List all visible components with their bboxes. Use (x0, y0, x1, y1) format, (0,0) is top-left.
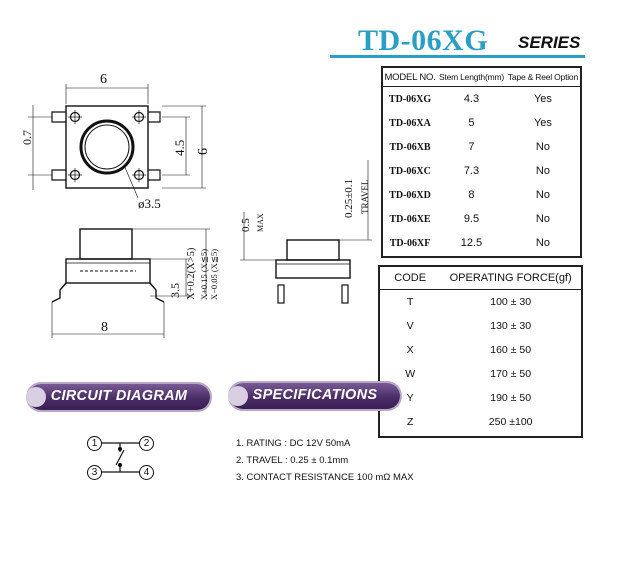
tape-reel-cell: No (535, 213, 550, 225)
table-row: Z 250 ±100 (380, 410, 581, 434)
model-cell: TD-06XA (389, 117, 431, 129)
pill-cap-left (228, 386, 248, 406)
table-row: TD-06XA 5 Yes (383, 111, 580, 135)
code-cell: Y (406, 392, 414, 404)
force-cell: 190 ± 50 (490, 392, 532, 404)
operating-force-table: CODE OPERATING FORCE(gf) T 100 ± 30 V 130 … (378, 265, 583, 438)
model-cell: TD-06XE (389, 213, 431, 225)
model-cell: TD-06XC (389, 165, 431, 177)
tape-reel-cell: No (535, 165, 550, 177)
model-table-header: MODEL NO. Stem Length(mm) Tape & Reel Op… (383, 68, 580, 87)
top-width-label: 6 (100, 72, 107, 87)
stem-length-cell: 7 (468, 141, 475, 153)
stem-length-cell: 4.3 (463, 93, 480, 105)
specifications-title: SPECIFICATIONS (252, 387, 378, 403)
code-cell: X (406, 344, 414, 356)
model-cell: TD-06XB (389, 141, 431, 153)
circuit-diagram-title: CIRCUIT DIAGRAM (50, 388, 188, 404)
force-table-header: CODE OPERATING FORCE(gf) (380, 267, 581, 290)
pin-2-label: 2 (139, 436, 154, 451)
table-row: TD-06XB 7 No (383, 135, 580, 159)
table-row: W 170 ± 50 (380, 362, 581, 386)
stem-length-cell: 8 (468, 189, 475, 201)
model-table: MODEL NO. Stem Length(mm) Tape & Reel Op… (381, 66, 582, 258)
tape-reel-cell: No (535, 141, 550, 153)
code-cell: W (405, 368, 416, 380)
stem-tolerance-line1: X+0.2(X>5) (186, 247, 197, 300)
spec-contact-resistance: 3. CONTACT RESISTANCE 100 mΩ MAX (236, 472, 414, 483)
model-title: TD-06XG (358, 24, 489, 57)
force-cell: 160 ± 50 (490, 344, 532, 356)
force-cell: 170 ± 50 (490, 368, 532, 380)
top-height-label: 6 (196, 148, 211, 155)
force-cell: 100 ± 30 (490, 296, 532, 308)
tape-reel-cell: No (535, 189, 550, 201)
code-cell: T (406, 296, 414, 308)
stem-length-cell: 5 (468, 117, 475, 129)
table-row: TD-06XG 4.3 Yes (383, 87, 580, 112)
table-row: TD-06XE 9.5 No (383, 207, 580, 231)
table-row: TD-06XD 8 No (383, 183, 580, 207)
table-row: Y 190 ± 50 (380, 386, 581, 410)
stem-length-cell: 12.5 (460, 237, 483, 249)
pill-cap-left (26, 387, 46, 407)
model-cell: TD-06XG (388, 93, 432, 105)
force-cell: 250 ±100 (488, 416, 533, 428)
spec-travel: 2. TRAVEL : 0.25 ± 0.1mm (236, 455, 349, 466)
code-col-header: CODE (380, 267, 441, 290)
force-col-header: OPERATING FORCE(gf) (440, 267, 581, 290)
table-row: X 160 ± 50 (380, 338, 581, 362)
side-width-label: 8 (101, 320, 108, 335)
tape-reel-cell: No (535, 237, 550, 249)
code-cell: Z (406, 416, 414, 428)
model-col-header: MODEL NO. (383, 68, 438, 87)
stem-diameter-label: ø3.5 (138, 196, 161, 211)
table-row: V 130 ± 30 (380, 314, 581, 338)
pin-1-label: 1 (87, 436, 102, 451)
side-view (51, 228, 210, 338)
model-cell: TD-06XD (389, 189, 431, 201)
force-cell: 130 ± 30 (490, 320, 532, 332)
circuit-diagram-heading: CIRCUIT DIAGRAM (26, 384, 210, 410)
series-label: SERIES (518, 33, 581, 52)
tape-reel-cell: Yes (533, 93, 552, 105)
model-cell: TD-06XF (389, 237, 431, 249)
tape-reel-col-header: Tape & Reel Option (505, 68, 580, 87)
title-block: TD-06XG SERIES (330, 20, 585, 60)
offset-label: 0.7 (20, 130, 34, 145)
pin-spacing-label: 4.5 (172, 139, 187, 156)
stem-length-cell: 7.3 (463, 165, 480, 177)
travel-word-label: TRAVEL (360, 179, 370, 214)
tape-reel-cell: Yes (533, 117, 552, 129)
stem-tolerance-line3: X−0.05 (X≦5) (209, 248, 219, 300)
table-row: TD-06XF 12.5 No (383, 231, 580, 255)
stem-length-cell: 9.5 (463, 213, 480, 225)
specifications-heading: SPECIFICATIONS (228, 383, 400, 409)
title-underline (330, 55, 585, 58)
table-row: T 100 ± 30 (380, 290, 581, 315)
pin-3-label: 3 (87, 465, 102, 480)
code-cell: V (406, 320, 414, 332)
top-view (28, 84, 206, 199)
table-row: TD-06XC 7.3 No (383, 159, 580, 183)
body-height-label: 3.5 (168, 283, 182, 298)
side-view-small (240, 160, 372, 304)
max-word-label: MAX (256, 213, 265, 232)
spec-rating: 1. RATING : DC 12V 50mA (236, 438, 351, 449)
travel-value-label: 0.25±0.1 (343, 178, 355, 218)
stem-length-col-header: Stem Length(mm) (437, 68, 506, 87)
circuit-diagram (100, 442, 140, 473)
pin-4-label: 4 (139, 465, 154, 480)
max-gap-label: 0.5 (240, 218, 252, 232)
